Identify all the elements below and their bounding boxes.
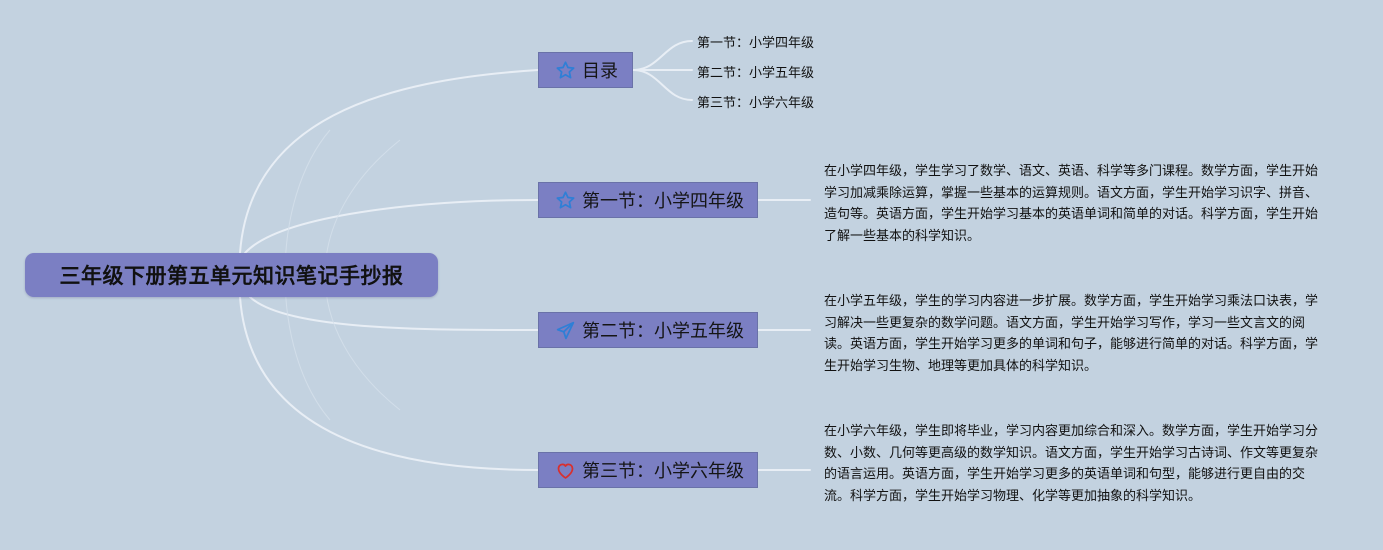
heart-icon: [555, 460, 576, 481]
toc-leaf-1[interactable]: 第一节：小学四年级: [697, 36, 815, 51]
connector-root-to-section-2: [249, 296, 539, 331]
branch-node-toc[interactable]: 目录: [538, 52, 633, 88]
connector-root-to-section-1: [244, 199, 539, 254]
toc-leaf-3[interactable]: 第三节：小学六年级: [697, 96, 815, 111]
branch-label: 第三节：小学六年级: [582, 461, 744, 482]
branch-node-section-3[interactable]: 第三节：小学六年级: [538, 452, 758, 488]
connector-root-to-toc: [239, 69, 539, 254]
toc-leaf-2[interactable]: 第二节：小学五年级: [697, 66, 815, 81]
branch-label: 第二节：小学五年级: [582, 321, 744, 342]
connector-root-to-section-3: [239, 296, 539, 471]
root-node[interactable]: 三年级下册第五单元知识笔记手抄报: [25, 253, 438, 297]
branch-label: 第一节：小学四年级: [582, 191, 744, 212]
star-icon: [555, 60, 576, 81]
branch-node-section-2[interactable]: 第二节：小学五年级: [538, 312, 758, 348]
root-node-label: 三年级下册第五单元知识笔记手抄报: [59, 264, 404, 288]
paper-plane-icon: [555, 320, 576, 341]
star-icon: [555, 190, 576, 211]
connector-toc-to-leaf-3: [632, 69, 693, 101]
section-1-description: 在小学四年级，学生学习了数学、语文、英语、科学等多门课程。数学方面，学生开始学习…: [824, 164, 1319, 244]
branch-node-section-1[interactable]: 第一节：小学四年级: [538, 182, 758, 218]
section-2-description: 在小学五年级，学生的学习内容进一步扩展。数学方面，学生开始学习乘法口诀表，学习解…: [824, 294, 1319, 374]
connector-toc-to-leaf-1: [632, 40, 693, 71]
branch-label: 目录: [582, 61, 618, 82]
section-3-description: 在小学六年级，学生即将毕业，学习内容更加综合和深入。数学方面，学生开始学习分数、…: [824, 424, 1319, 504]
